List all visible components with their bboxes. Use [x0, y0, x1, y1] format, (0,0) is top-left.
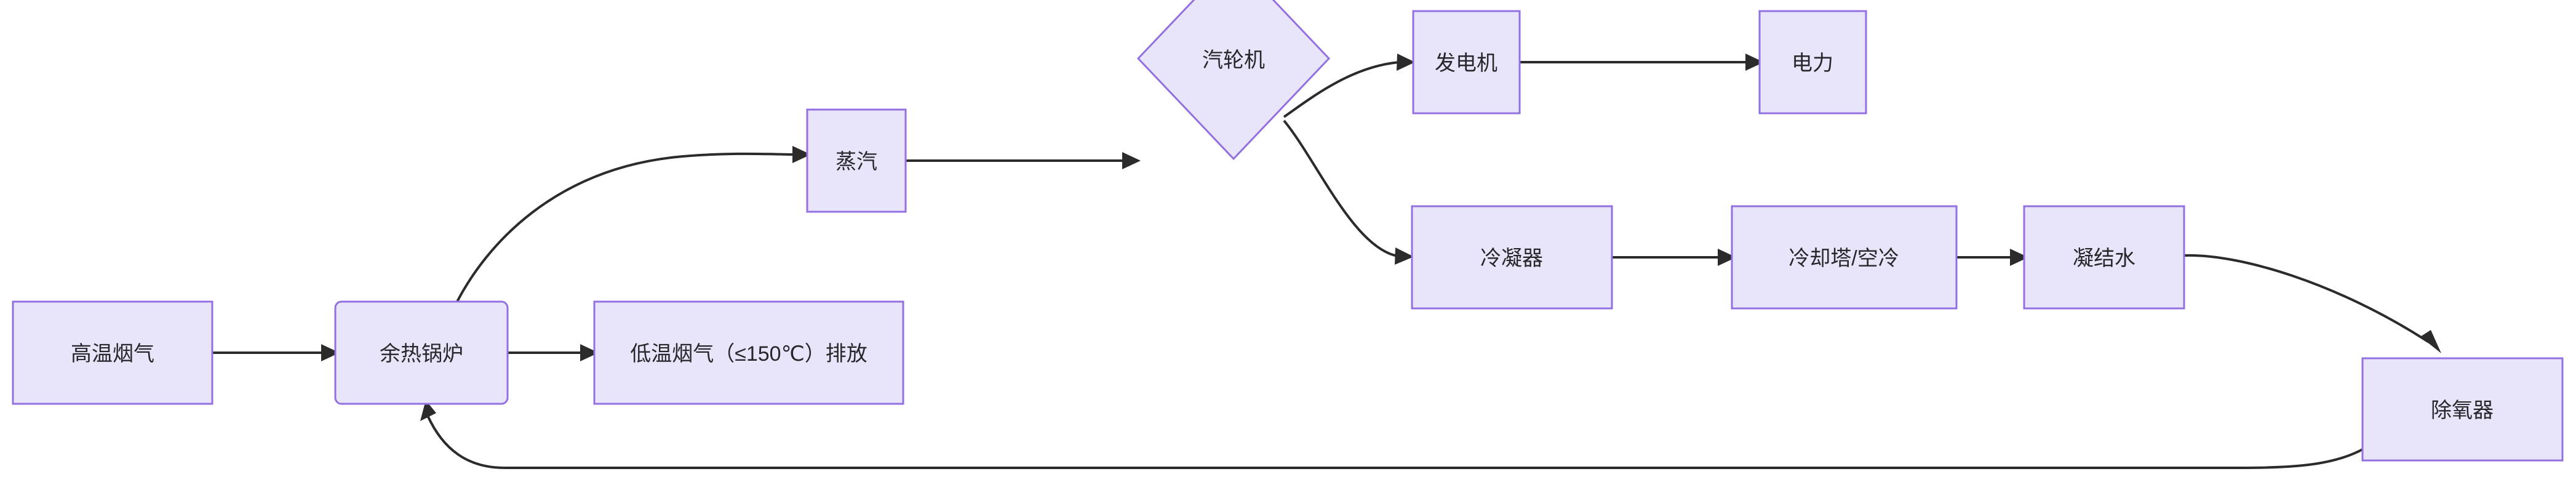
edge-generator-to-electricity [1520, 54, 1764, 71]
node-label-cooling-tower: 冷却塔/空冷 [1788, 247, 1899, 270]
node-flue-gas-cold[interactable]: 低温烟气（≤150℃）排放 [593, 300, 904, 405]
edges-layer [212, 54, 2441, 469]
edge-condensate-to-deaerator [2183, 254, 2441, 353]
edge-cooling-tower-to-condensate [1956, 249, 2028, 266]
node-label-flue-gas-cold: 低温烟气（≤150℃）排放 [630, 342, 867, 366]
node-waste-heat-boiler[interactable]: 余热锅炉 [334, 300, 509, 405]
node-steam[interactable]: 蒸汽 [806, 108, 907, 213]
edge-steam-turbine-to-generator [1283, 54, 1415, 118]
node-label-electricity: 电力 [1792, 52, 1833, 75]
node-label-condensate: 凝结水 [2073, 247, 2135, 270]
node-generator[interactable]: 发电机 [1412, 10, 1521, 114]
node-label-steam: 蒸汽 [835, 150, 877, 174]
nodes-layer: 高温烟气 余热锅炉 低温烟气（≤150℃）排放 蒸汽 汽轮机 [12, 0, 2564, 462]
edge-waste-heat-boiler-to-steam [456, 146, 811, 302]
node-deaerator[interactable]: 除氧器 [2361, 357, 2564, 462]
node-electricity[interactable]: 电力 [1758, 10, 1867, 114]
node-condensate[interactable]: 凝结水 [2023, 205, 2185, 310]
node-flue-gas-hot[interactable]: 高温烟气 [12, 300, 213, 405]
node-label-deaerator: 除氧器 [2431, 399, 2494, 422]
node-steam-turbine[interactable]: 汽轮机 [1136, 0, 1331, 161]
node-label-generator: 发电机 [1435, 52, 1497, 75]
node-label-condenser: 冷凝器 [1480, 247, 1543, 270]
node-cooling-tower[interactable]: 冷却塔/空冷 [1731, 205, 1958, 310]
edge-steam-to-steam-turbine [906, 152, 1141, 169]
edge-waste-heat-boiler-to-flue-gas-cold [508, 344, 599, 361]
edge-condenser-to-cooling-tower [1612, 249, 1736, 266]
node-condenser[interactable]: 冷凝器 [1411, 205, 1613, 310]
node-label-steam-turbine: 汽轮机 [1202, 49, 1265, 72]
node-label-flue-gas-hot: 高温烟气 [71, 342, 154, 366]
edge-flue-gas-hot-to-waste-heat-boiler [212, 344, 340, 361]
edge-steam-turbine-to-condenser [1283, 119, 1414, 265]
edge-deaerator-to-waste-heat-boiler [420, 400, 2363, 469]
node-label-waste-heat-boiler: 余热锅炉 [380, 342, 463, 366]
